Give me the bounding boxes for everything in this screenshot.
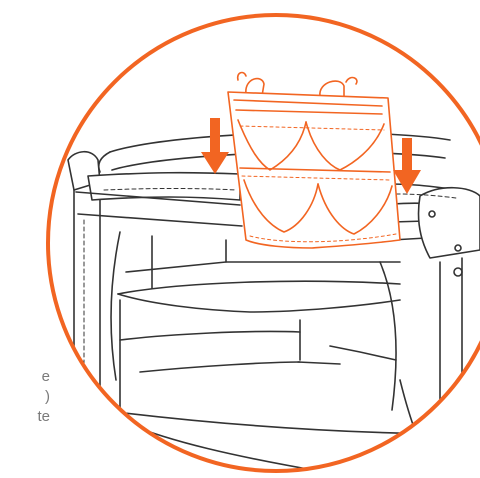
side-caption-line-3: te: [37, 408, 50, 425]
side-caption: e ) te: [0, 367, 50, 427]
floor: [99, 379, 441, 471]
side-caption-line-1: e: [41, 368, 50, 385]
playard: [67, 131, 480, 471]
down-arrow-icon-left: [201, 118, 229, 174]
down-arrow-icon-right: [393, 138, 421, 194]
right-corner: [417, 186, 480, 471]
side-caption-line-2: ): [45, 388, 50, 405]
hanging-organizer-icon: [227, 71, 401, 249]
inner-frame: [110, 231, 401, 411]
focus-circle: [46, 13, 480, 473]
